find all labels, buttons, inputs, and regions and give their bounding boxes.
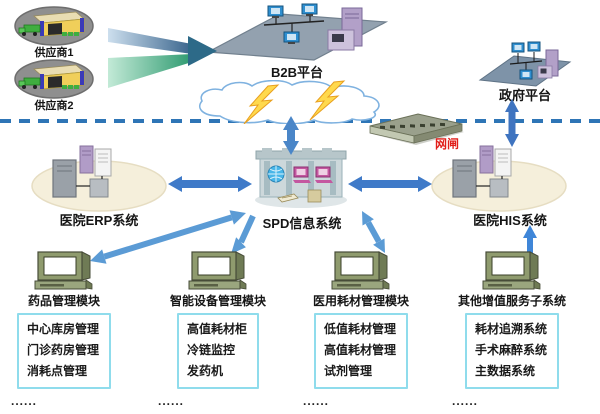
module-item: 手术麻醉系统 — [474, 343, 547, 357]
network-platform-icon — [478, 41, 572, 87]
module-value-added-services: 其他增值服务子系统 耗材追溯系统 手术麻醉系统 主数据系统 ...... — [446, 250, 578, 408]
module-more-dots: ...... — [158, 394, 185, 408]
module-title: 药品管理模块 — [27, 294, 100, 308]
spd-module1-arrow — [90, 210, 246, 264]
module-smart-device: 智能设备管理模块 高值耗材柜 冷链监控 发药机 ...... — [152, 250, 284, 408]
module-title: 医用耗材管理模块 — [312, 294, 409, 308]
desktop-computer-icon — [331, 251, 390, 290]
spd-system-label: SPD信息系统 — [262, 216, 342, 231]
module-item: 试剂管理 — [323, 364, 372, 378]
datacenter-building-icon — [255, 148, 347, 208]
network-gateway-label: 网闸 — [434, 137, 459, 151]
module-more-dots: ...... — [11, 394, 38, 408]
module-item: 高值耗材柜 — [186, 322, 247, 336]
desktop-computer-icon — [34, 251, 93, 290]
server-cluster-icon — [431, 145, 567, 212]
module-item: 门诊药房管理 — [26, 343, 99, 357]
desktop-computer-icon — [188, 251, 247, 290]
desktop-computer-icon — [482, 251, 541, 290]
module-more-dots: ...... — [303, 394, 330, 408]
erp-spd-arrow — [168, 176, 252, 192]
b2b-platform-label: B2B平台 — [270, 65, 323, 80]
module-title: 智能设备管理模块 — [169, 294, 266, 308]
hospital-his-label: 医院HIS系统 — [473, 213, 547, 228]
module-item: 发药机 — [186, 364, 223, 378]
cloud-lightning-icon — [198, 80, 380, 124]
module-item: 冷链监控 — [186, 343, 235, 357]
module-item: 主数据系统 — [474, 364, 535, 378]
network-switch-icon — [369, 113, 464, 145]
supplier2-label: 供应商2 — [34, 100, 74, 112]
module-item: 中心库房管理 — [26, 322, 99, 336]
module-item: 耗材追溯系统 — [474, 322, 547, 336]
network-platform-icon — [205, 3, 389, 61]
spd-module2-arrow — [231, 214, 256, 254]
cloud-spd-arrow — [283, 116, 299, 155]
module-item-box: 中心库房管理 门诊药房管理 消耗点管理 — [16, 313, 111, 389]
module-item: 高值耗材管理 — [323, 343, 396, 357]
module-medical-consumables: 医用耗材管理模块 低值耗材管理 高值耗材管理 试剂管理 ...... — [297, 250, 425, 408]
module-item: 低值耗材管理 — [323, 322, 396, 336]
module-item-box: 高值耗材柜 冷链监控 发药机 — [176, 313, 259, 389]
supplier1-label: 供应商1 — [34, 47, 74, 59]
warehouse-truck-icon — [14, 6, 94, 46]
server-cluster-icon — [31, 145, 167, 212]
module-item-box: 低值耗材管理 高值耗材管理 试剂管理 — [313, 313, 408, 389]
module-more-dots: ...... — [452, 394, 479, 408]
hospital-erp-label: 医院ERP系统 — [59, 213, 139, 228]
warehouse-truck-icon — [14, 59, 94, 99]
spd-his-arrow — [348, 176, 432, 192]
module-title: 其他增值服务子系统 — [457, 294, 566, 308]
gov-his-arrow — [505, 99, 519, 147]
module-item-box: 耗材追溯系统 手术麻醉系统 主数据系统 — [464, 313, 559, 389]
spd-module3-arrow — [362, 211, 385, 253]
module-item: 消耗点管理 — [26, 364, 87, 378]
module-drug-management: 药品管理模块 中心库房管理 门诊药房管理 消耗点管理 ...... — [5, 250, 123, 408]
suppliers-to-b2b-arrow — [108, 28, 217, 88]
